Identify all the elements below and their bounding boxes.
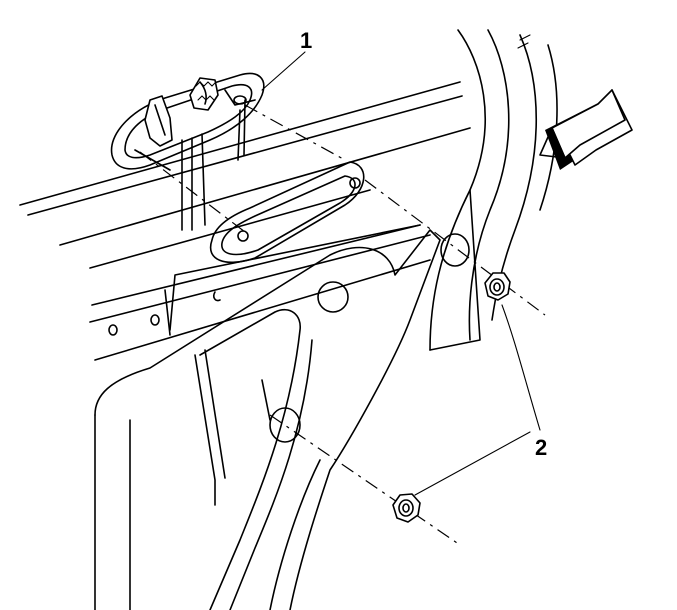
panel-hole	[150, 314, 160, 326]
panel-hole	[108, 324, 118, 336]
panel-hole	[317, 281, 349, 313]
direction-arrow-icon	[539, 89, 633, 170]
door-handle-assembly	[110, 72, 265, 231]
callout-leaders	[261, 51, 541, 496]
panel-hole	[440, 233, 470, 267]
inner-door-panel	[94, 224, 470, 610]
panel-hole	[269, 407, 301, 443]
door-upper-rail	[19, 81, 471, 361]
handle-opening	[209, 161, 365, 264]
door-pillar	[429, 29, 558, 351]
alignment-lines	[139, 104, 546, 546]
callout-2: 2	[535, 435, 547, 460]
fastener-nut-upper	[484, 272, 511, 301]
callout-1: 1	[300, 28, 312, 53]
fastener-nut-lower	[392, 493, 421, 523]
